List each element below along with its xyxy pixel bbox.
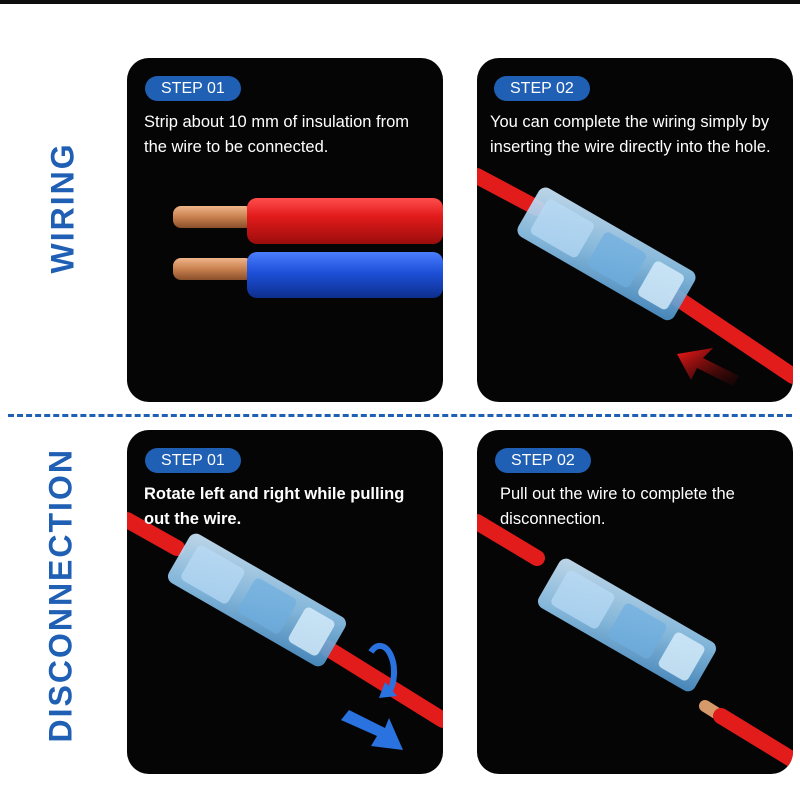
red-wire-left <box>127 512 185 556</box>
step-badge: STEP 02 <box>494 76 590 101</box>
connector <box>167 533 347 667</box>
red-arrow-icon <box>677 348 739 386</box>
section-divider <box>8 414 792 417</box>
red-wire-left <box>477 514 545 566</box>
rotate-arrow-icon <box>368 642 398 698</box>
step-badge: STEP 02 <box>495 448 591 473</box>
pull-arrow-icon <box>341 710 403 750</box>
step-badge: STEP 01 <box>145 76 241 101</box>
red-wire-right <box>669 290 793 384</box>
step-badge: STEP 01 <box>145 448 241 473</box>
step-caption: Rotate left and right while pulling out … <box>144 485 405 528</box>
copper-core-bottom <box>173 258 253 280</box>
pulled-wire-illustration <box>477 514 793 768</box>
disconnection-step-02-panel: STEP 02 Pull out the wire to complete th… <box>477 430 793 774</box>
section-label-wiring: WIRING <box>44 142 81 274</box>
step-caption: You can complete the wiring simply by in… <box>490 113 771 156</box>
red-wire-left <box>477 168 545 216</box>
blue-insulation <box>247 252 443 298</box>
rotate-pull-illustration <box>127 512 443 750</box>
top-bar <box>0 0 800 4</box>
connector <box>517 187 696 321</box>
red-insulation <box>247 198 443 244</box>
wiring-step-02-panel: STEP 02 You can complete the wiring simp… <box>477 58 793 402</box>
step-caption: Strip about 10 mm of insulation from the… <box>144 113 410 156</box>
insert-wire-illustration <box>477 168 793 386</box>
disconnection-step-01-panel: STEP 01 Rotate left and right while pull… <box>127 430 443 774</box>
stripped-wires-illustration <box>173 198 443 298</box>
step-caption: Pull out the wire to complete the discon… <box>500 485 735 528</box>
section-label-disconnection: DISCONNECTION <box>42 448 79 743</box>
red-wire-right <box>713 708 793 768</box>
connector <box>537 558 717 692</box>
wiring-step-01-panel: STEP 01 Strip about 10 mm of insulation … <box>127 58 443 402</box>
copper-core-top <box>173 206 253 228</box>
